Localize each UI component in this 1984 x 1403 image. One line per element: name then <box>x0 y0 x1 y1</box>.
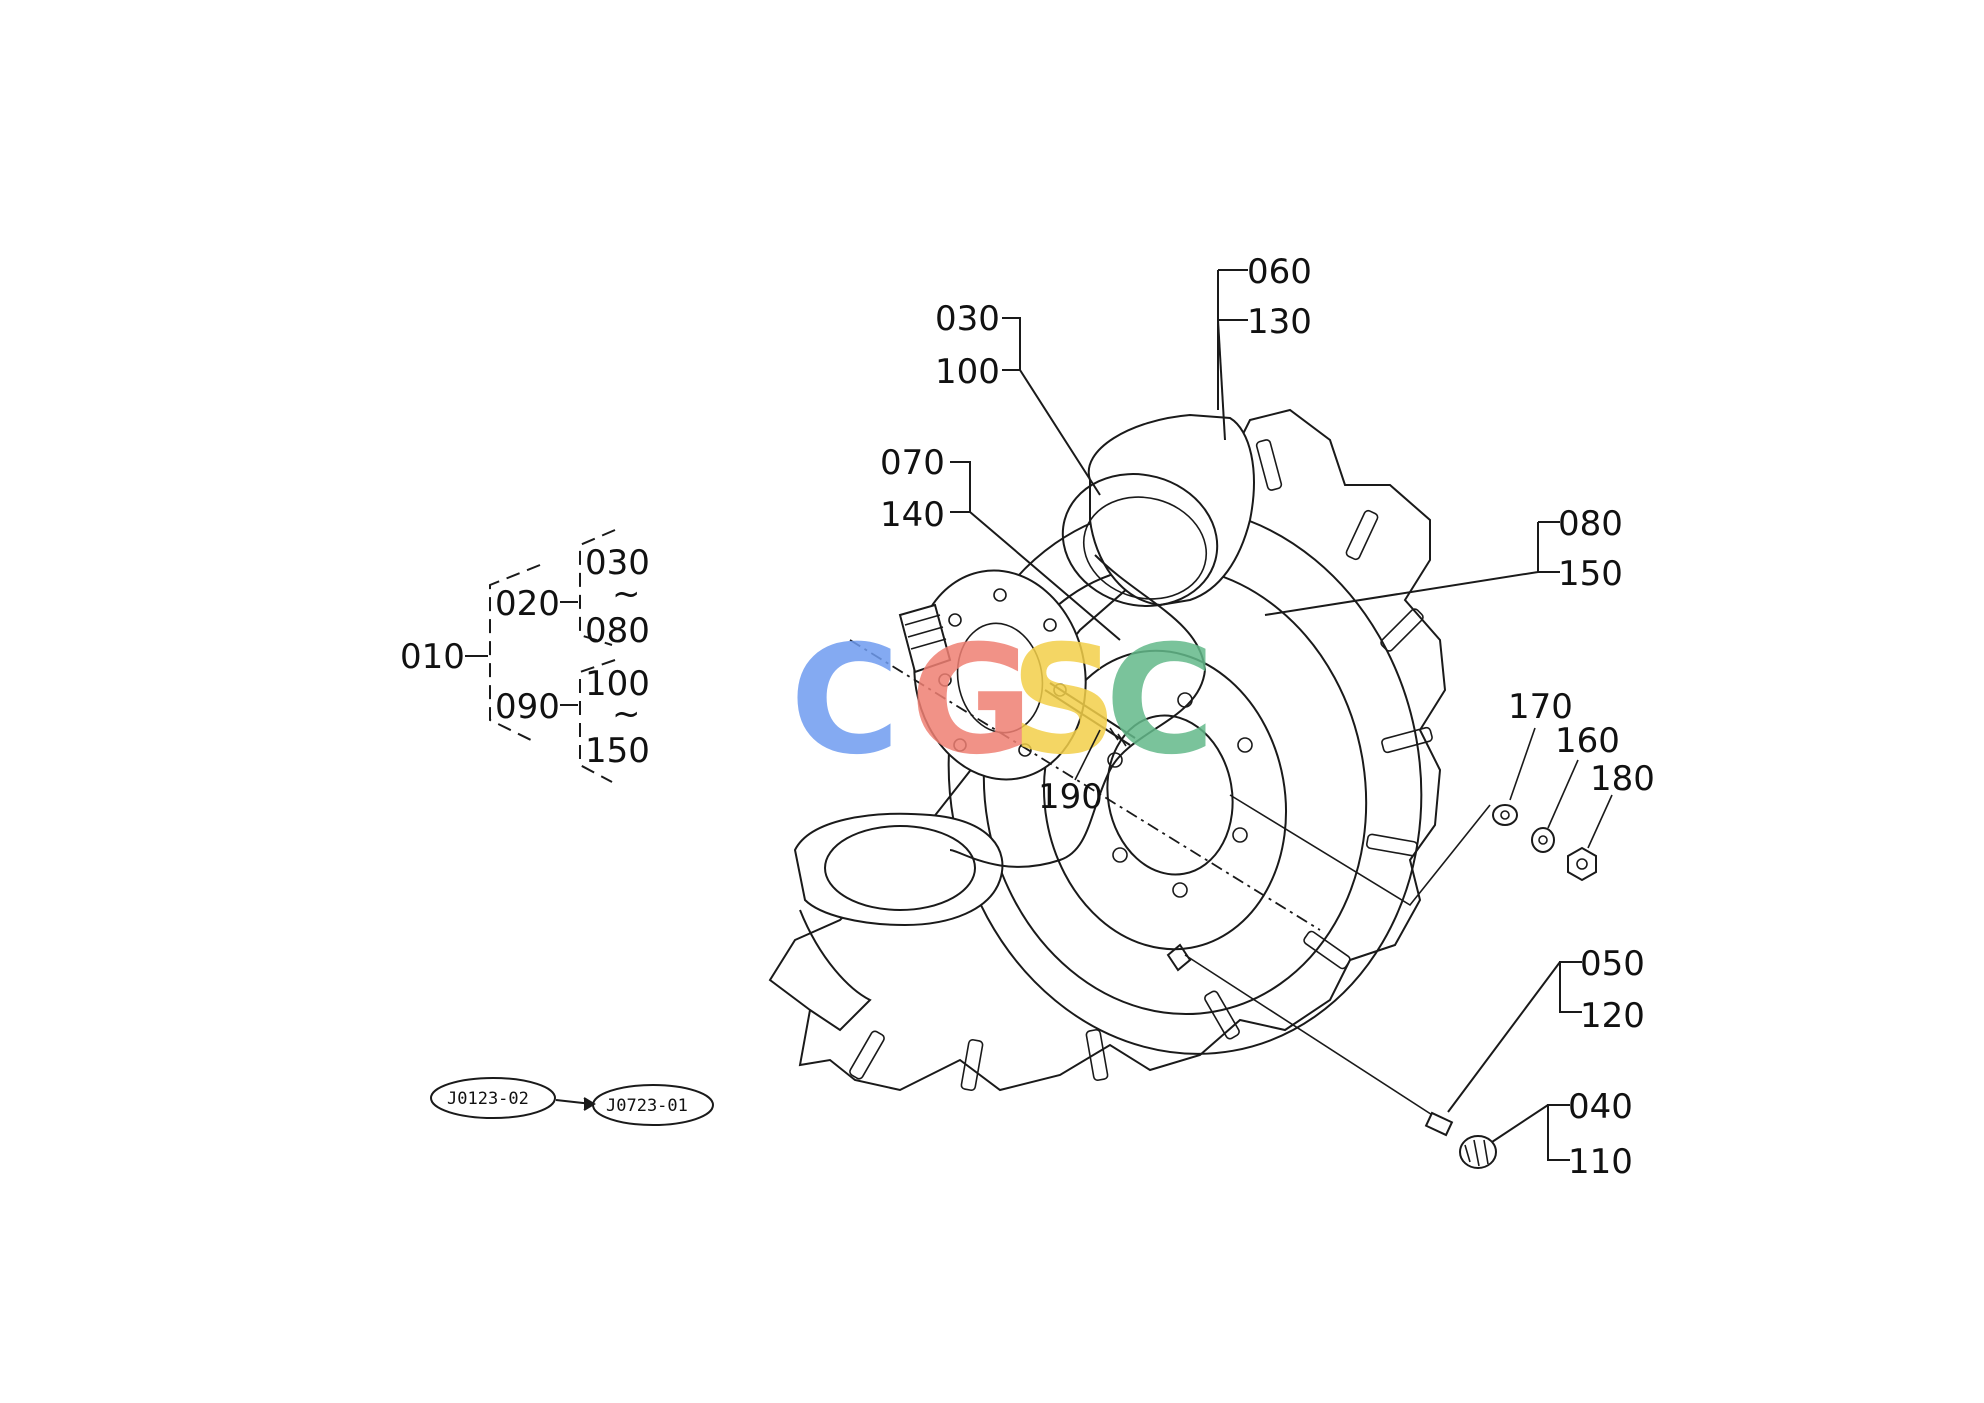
washer-170 <box>1492 804 1518 826</box>
callout-060: 060 <box>1247 252 1312 292</box>
callout-180: 180 <box>1590 759 1655 799</box>
callout-030: 030 <box>935 299 1000 339</box>
valve-core <box>1424 1111 1454 1137</box>
callout-120: 120 <box>1580 996 1645 1036</box>
callout-160: 160 <box>1555 721 1620 761</box>
callout-110: 110 <box>1568 1142 1633 1182</box>
wheel-drawing <box>768 408 1597 1169</box>
stud-bolt <box>1044 682 1136 747</box>
revision-tag-to <box>592 1084 714 1126</box>
wheel-hub-hole <box>1106 714 1234 876</box>
tree-group-b: 090 <box>495 687 560 727</box>
callout-080: 080 <box>1558 504 1623 544</box>
tree-group-b-from: 100 <box>585 664 650 704</box>
callout-100: 100 <box>935 352 1000 392</box>
hub-flange <box>913 569 1087 781</box>
revision-to-label: J0723-01 <box>606 1096 688 1116</box>
tree-group-a-from: 030 <box>585 543 650 583</box>
tire-cutaway-upper <box>1087 413 1255 607</box>
callout-140: 140 <box>880 495 945 535</box>
watermark-logo: C G S C <box>790 614 1215 788</box>
callout-130: 130 <box>1247 302 1312 342</box>
fastener-axis <box>1229 794 1491 907</box>
lug-slots <box>849 439 1433 1092</box>
splined-shaft <box>898 603 952 674</box>
watermark-letter-c2: C <box>1105 614 1215 788</box>
assembly-tree: 010 020 090 030 ~ 080 100 ~ 150 <box>400 529 650 783</box>
nut-180 <box>1567 846 1597 882</box>
callout-070: 070 <box>880 443 945 483</box>
callout-150: 150 <box>1558 554 1623 594</box>
tree-group-b-tilde: ~ <box>612 694 641 734</box>
watermark-letter-g: G <box>910 614 1033 788</box>
tire-bead-lower <box>824 825 976 911</box>
tree-group-a: 020 <box>495 584 560 624</box>
revision-history: J0123-02 J0723-01 <box>430 1077 714 1126</box>
valve-stem <box>1166 943 1441 1121</box>
valve-cap <box>1459 1135 1497 1169</box>
tire-bead-upper <box>1061 473 1219 607</box>
tree-root: 010 <box>400 637 465 677</box>
washer-160 <box>1531 827 1555 853</box>
inner-tube-outline <box>949 554 1207 868</box>
tree-group-a-tilde: ~ <box>612 574 641 614</box>
callout-170: 170 <box>1508 687 1573 727</box>
callout-050: 050 <box>1580 944 1645 984</box>
hub-flange-holes <box>938 588 1067 757</box>
watermark-letter-s: S <box>1010 614 1118 788</box>
tree-group-b-to: 150 <box>585 731 650 771</box>
callout-190: 190 <box>1038 777 1103 817</box>
callouts: 060 130 030 100 070 140 080 150 170 160 … <box>880 252 1655 1182</box>
revision-tag-from <box>430 1077 556 1119</box>
tire-cutaway-lower <box>793 812 1004 927</box>
center-axis <box>849 639 1321 931</box>
watermark-letter-c1: C <box>790 614 900 788</box>
wheel-disc <box>1042 649 1288 951</box>
revision-from-label: J0123-02 <box>447 1089 529 1109</box>
callout-040: 040 <box>1568 1087 1633 1127</box>
tree-group-a-to: 080 <box>585 611 650 651</box>
